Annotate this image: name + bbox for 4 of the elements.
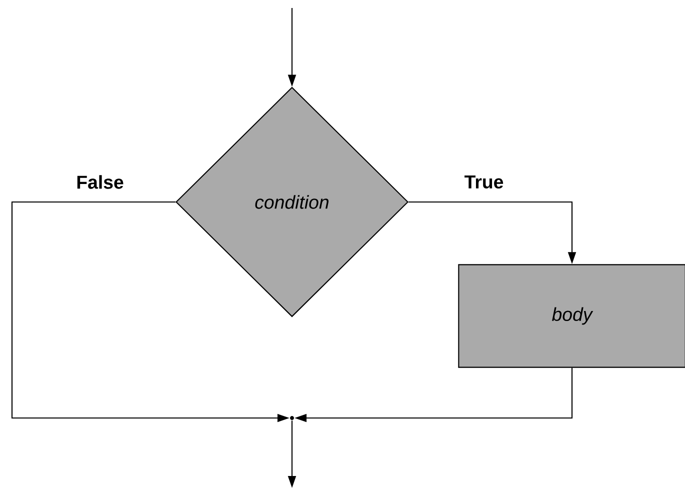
edge-label: True	[462, 174, 506, 190]
process-box: body	[458, 264, 685, 368]
junction-point	[290, 416, 294, 420]
edge-label: False	[74, 174, 126, 190]
